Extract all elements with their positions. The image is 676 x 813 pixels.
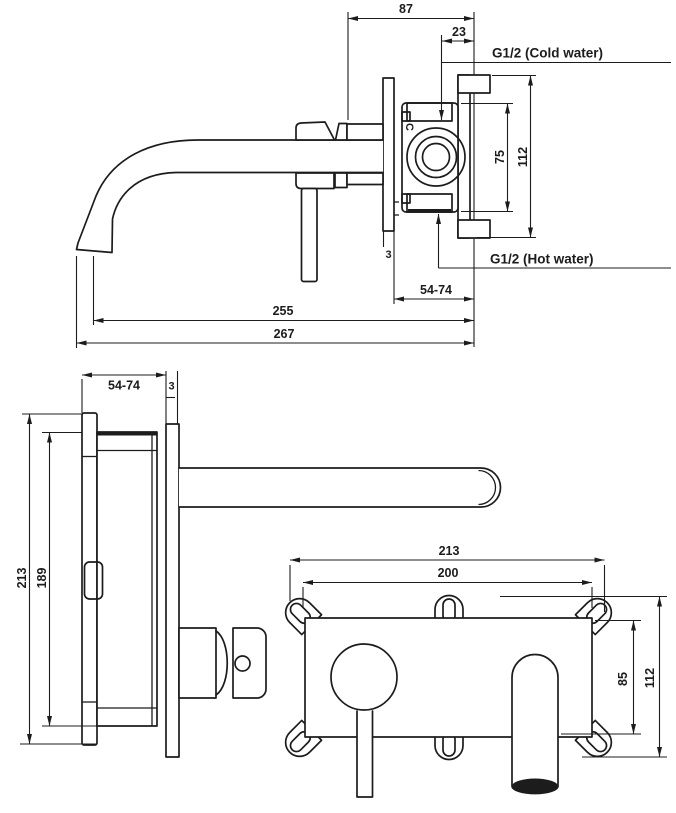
dim-54-74-box-label: 54-74 xyxy=(108,379,140,393)
dimension-213-front: 213 xyxy=(289,544,606,612)
dim-3-label: 3 xyxy=(385,249,391,261)
handle-rosette-front xyxy=(330,643,398,711)
dimension-112-front: 112 xyxy=(500,595,667,758)
body-notch xyxy=(401,111,411,122)
dim-200-front-label: 200 xyxy=(438,566,459,580)
dimension-112: 112 xyxy=(477,74,536,239)
dim-189-box-label: 189 xyxy=(35,568,49,589)
bracket-tab-top xyxy=(457,74,491,94)
dimension-75: 75 xyxy=(461,102,513,213)
cold-water-label: G1/2 (Cold water) xyxy=(492,46,603,61)
hot-water-label: G1/2 (Hot water) xyxy=(490,252,594,267)
dim-112-label: 112 xyxy=(516,147,530,167)
dim-213-front-label: 213 xyxy=(439,544,460,558)
handle-knuckle xyxy=(295,121,336,141)
collar-wedge xyxy=(334,122,348,141)
faucet-side-elevation-view: C 87 23 G1/2 (Cold water) xyxy=(75,2,671,348)
box-front-view: 213 200 85 112 xyxy=(284,544,667,798)
dimension-255: 255 xyxy=(92,256,474,325)
bracket-tab-bottom xyxy=(457,219,491,239)
spout-front xyxy=(511,653,559,795)
mounting-ear-bottom-left xyxy=(284,719,323,758)
collar-ring-lower xyxy=(334,172,348,189)
retaining-clip xyxy=(83,561,104,600)
dim-75-label: 75 xyxy=(493,150,507,164)
cartridge-mid-circle xyxy=(414,135,458,179)
cold-marking-letter: C xyxy=(403,123,415,131)
dimension-213-box: 213 xyxy=(15,413,97,745)
dimension-3-box: 3 xyxy=(166,371,179,424)
dim-87-label: 87 xyxy=(399,2,413,16)
dimension-3: 3 xyxy=(382,231,395,304)
cold-water-leader: G1/2 (Cold water) xyxy=(439,35,671,120)
dim-112-front-label: 112 xyxy=(643,668,657,688)
handle-dome xyxy=(215,630,228,696)
dim-213-box-label: 213 xyxy=(15,568,29,589)
spout-tube-side xyxy=(178,467,502,508)
spout-side xyxy=(75,139,384,254)
dimension-87: 87 xyxy=(347,2,474,120)
box-body-side xyxy=(96,431,158,727)
wall-plate-side2 xyxy=(165,423,180,758)
dimension-200-front: 200 xyxy=(302,566,593,608)
spout-outlet-opening xyxy=(512,778,558,794)
handle-set-screw xyxy=(234,655,251,672)
dimension-23: 23 xyxy=(442,25,474,44)
spout-cap-detail xyxy=(478,469,497,506)
dim-255-label: 255 xyxy=(273,304,294,318)
box-side-view: 54-74 3 213 189 xyxy=(15,371,502,758)
dimension-54-74: 54-74 xyxy=(394,283,474,302)
dim-267-label: 267 xyxy=(274,327,295,341)
spout-flange-lower xyxy=(346,172,384,186)
collar-lower xyxy=(295,172,335,190)
dimension-267: 267 xyxy=(75,256,474,348)
hot-water-leader: G1/2 (Hot water) xyxy=(436,214,671,269)
dimension-189-box: 189 xyxy=(35,431,97,727)
handle-lever-side xyxy=(300,187,318,283)
wall-plate-side xyxy=(382,77,395,232)
handle-lever-front xyxy=(356,710,374,798)
body-notch xyxy=(401,193,411,204)
dim-23-label: 23 xyxy=(452,25,466,39)
mounting-ear-top-right xyxy=(574,597,613,636)
cartridge-outer-circle xyxy=(406,127,466,187)
dim-3-box-label: 3 xyxy=(168,381,174,393)
cartridge-inner-circle xyxy=(421,142,451,172)
spout-flange-upper xyxy=(346,123,384,141)
handle-base-collar xyxy=(178,627,217,699)
bracket-rail xyxy=(457,74,471,239)
dimension-85-front: 85 xyxy=(561,619,641,735)
dim-54-74-label: 54-74 xyxy=(420,283,452,297)
dim-85-front-label: 85 xyxy=(616,672,630,686)
